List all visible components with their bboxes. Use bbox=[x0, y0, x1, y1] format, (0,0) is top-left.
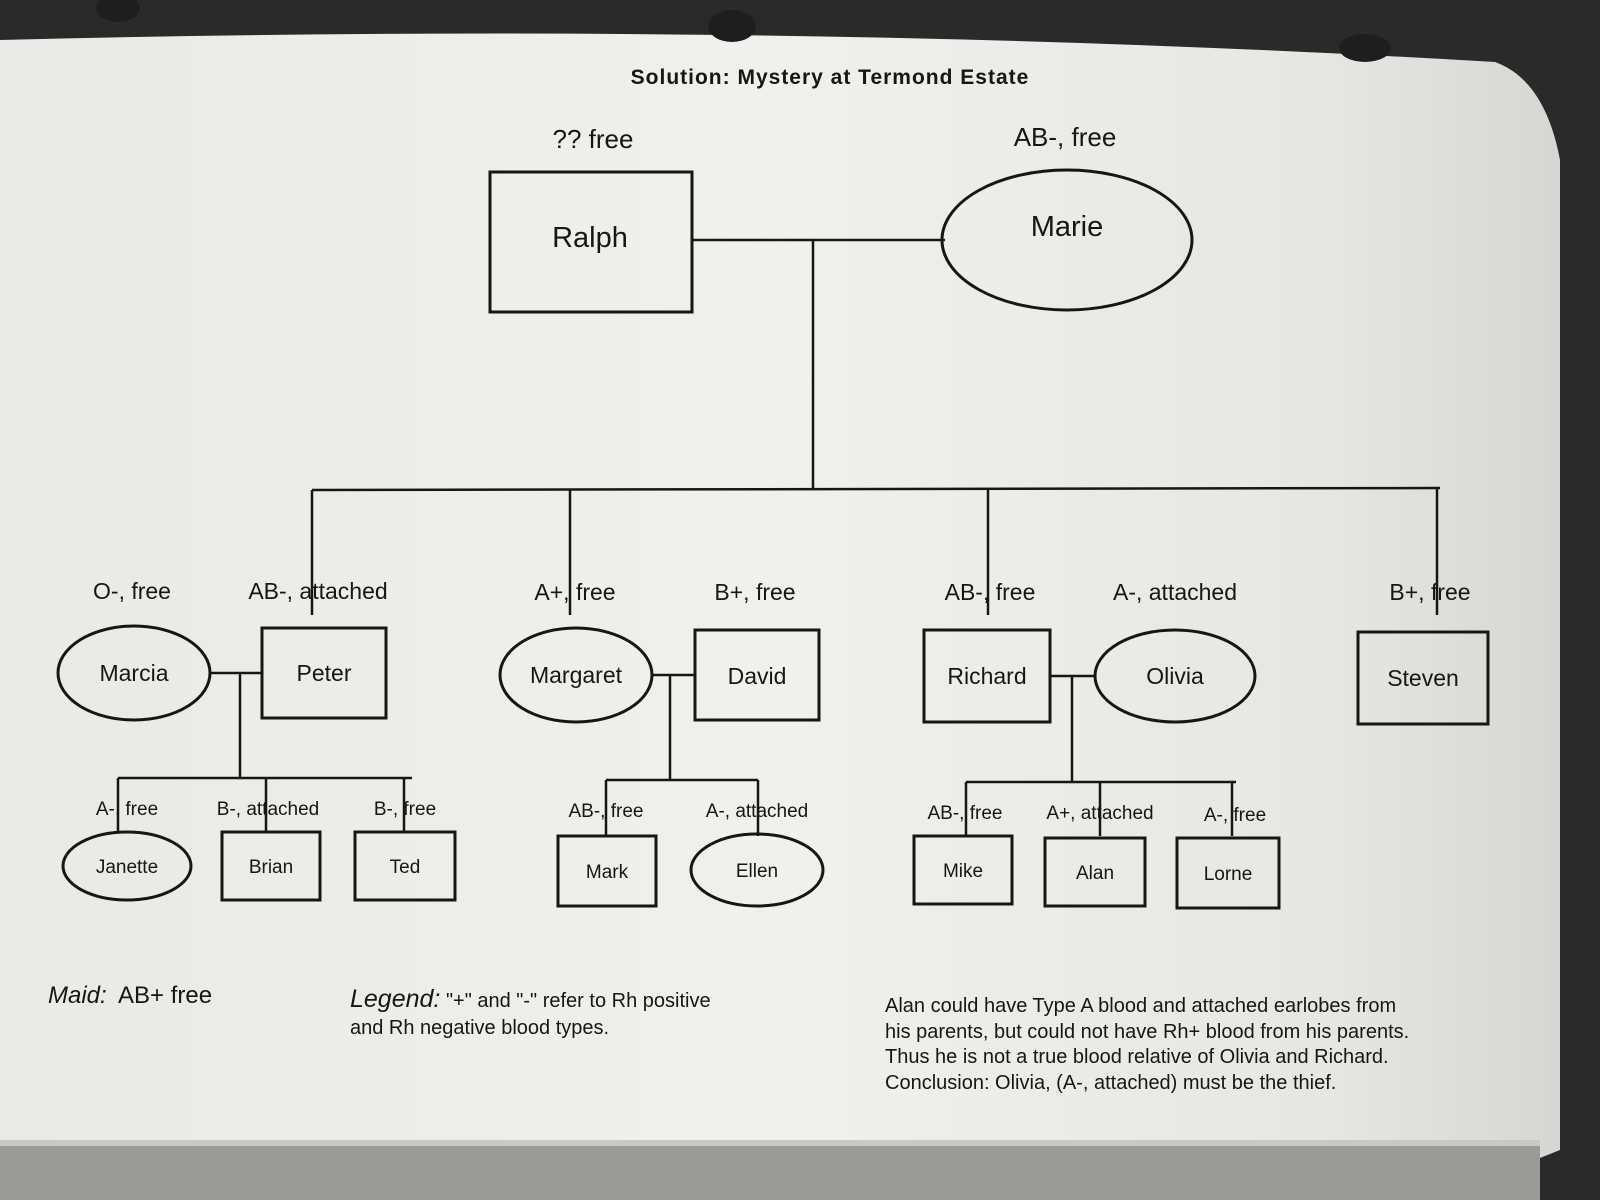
male-node bbox=[912, 834, 1014, 906]
page-edges bbox=[0, 1140, 1540, 1200]
person-info: B-, attached bbox=[217, 799, 319, 820]
male-node bbox=[488, 170, 694, 314]
conclusion-line: Conclusion: Olivia, (A-, attached) must … bbox=[885, 1072, 1336, 1094]
person-info: B+, free bbox=[1389, 579, 1470, 605]
conclusion-text: Alan could have Type A blood and attache… bbox=[885, 995, 1409, 1094]
person-info: A+, free bbox=[534, 579, 615, 605]
person-marie: Marie AB-, free bbox=[940, 122, 1194, 312]
person-alan: Alan A+, attached bbox=[1043, 803, 1154, 908]
person-info: A-, free bbox=[96, 799, 158, 820]
person-margaret: Margaret A+, free bbox=[498, 579, 654, 724]
person-info: B-, free bbox=[374, 799, 436, 820]
person-david: David B+, free bbox=[693, 579, 821, 722]
conclusion-line: his parents, but could not have Rh+ bloo… bbox=[885, 1021, 1409, 1043]
person-ellen: Ellen A-, attached bbox=[689, 801, 825, 908]
person-peter: Peter AB-, attached bbox=[248, 578, 388, 720]
person-marcia: Marcia O-, free bbox=[56, 578, 212, 722]
person-info: AB-, free bbox=[945, 579, 1036, 605]
person-name: Richard bbox=[947, 663, 1026, 689]
maid-label: Maid: bbox=[48, 982, 107, 1009]
page-title: Solution: Mystery at Termond Estate bbox=[631, 66, 1030, 89]
person-richard: Richard AB-, free bbox=[922, 579, 1052, 724]
male-node bbox=[353, 830, 457, 902]
binder-hole bbox=[708, 10, 756, 42]
legend-line2: and Rh negative blood types. bbox=[350, 1017, 609, 1039]
female-node bbox=[940, 168, 1194, 312]
legend: Legend: "+" and "-" refer to Rh positive… bbox=[350, 985, 711, 1039]
person-name: Alan bbox=[1076, 863, 1114, 884]
paper-sheet bbox=[0, 33, 1560, 1171]
person-name: David bbox=[728, 663, 787, 689]
person-lorne: Lorne A-, free bbox=[1175, 805, 1281, 910]
page-edge-highlight bbox=[0, 1140, 1540, 1146]
legend-line1: "+" and "-" refer to Rh positive bbox=[446, 990, 711, 1012]
person-steven: Steven B+, free bbox=[1356, 579, 1490, 726]
maid-note: Maid: AB+ free bbox=[48, 982, 212, 1009]
person-info: AB-, free bbox=[1014, 122, 1117, 152]
person-name: Lorne bbox=[1204, 864, 1253, 885]
person-info: ?? free bbox=[553, 124, 634, 154]
person-brian: Brian B-, attached bbox=[217, 799, 322, 902]
male-node bbox=[1175, 836, 1281, 910]
male-node bbox=[556, 834, 658, 908]
binder-hole bbox=[1339, 34, 1391, 62]
person-name: Margaret bbox=[530, 662, 623, 688]
person-name: Peter bbox=[297, 660, 352, 686]
person-info: AB-, free bbox=[569, 801, 644, 822]
person-name: Steven bbox=[1387, 665, 1459, 691]
person-info: A+, attached bbox=[1046, 803, 1153, 824]
male-node bbox=[260, 626, 388, 720]
female-node bbox=[56, 624, 212, 722]
person-info: A-, attached bbox=[1113, 579, 1237, 605]
female-node bbox=[498, 626, 654, 724]
person-name: Mark bbox=[586, 862, 629, 883]
person-janette: Janette A-, free bbox=[61, 799, 193, 902]
maid-value: AB+ free bbox=[118, 982, 212, 1009]
person-name: Marie bbox=[1031, 211, 1104, 243]
person-name: Ellen bbox=[736, 861, 778, 882]
person-ted: Ted B-, free bbox=[353, 799, 457, 902]
male-node bbox=[220, 830, 322, 902]
person-mike: Mike AB-, free bbox=[912, 803, 1014, 906]
person-info: O-, free bbox=[93, 578, 171, 604]
person-name: Marcia bbox=[99, 660, 168, 686]
binder-hole bbox=[96, 0, 140, 22]
conclusion-line: Alan could have Type A blood and attache… bbox=[885, 995, 1396, 1017]
svg-text:Legend: "+" and "-" ref: Legend: "+" and "-" refer to Rh positive bbox=[350, 985, 711, 1013]
person-name: Janette bbox=[96, 857, 158, 878]
female-node bbox=[689, 832, 825, 908]
person-name: Olivia bbox=[1146, 663, 1204, 689]
male-node bbox=[1043, 836, 1147, 908]
person-name: Ted bbox=[390, 857, 421, 878]
conclusion-line: Thus he is not a true blood relative of … bbox=[885, 1046, 1389, 1068]
person-info: A-, attached bbox=[706, 801, 808, 822]
svg-text:Maid: AB+ free: Maid: AB+ free bbox=[48, 982, 212, 1009]
legend-label: Legend: bbox=[350, 985, 440, 1013]
person-info: B+, free bbox=[714, 579, 795, 605]
person-name: Brian bbox=[249, 857, 293, 878]
male-node bbox=[693, 628, 821, 722]
person-name: Mike bbox=[943, 861, 983, 882]
person-mark: Mark AB-, free bbox=[556, 801, 658, 908]
person-info: AB-, attached bbox=[248, 578, 387, 604]
person-ralph: Ralph ?? free bbox=[488, 124, 694, 314]
female-node bbox=[1093, 628, 1257, 724]
person-info: AB-, free bbox=[928, 803, 1003, 824]
person-olivia: Olivia A-, attached bbox=[1093, 579, 1257, 724]
male-node bbox=[922, 628, 1052, 724]
person-name: Ralph bbox=[552, 222, 628, 254]
family-tree-connectors bbox=[116, 238, 1441, 836]
person-info: A-, free bbox=[1204, 805, 1266, 826]
female-node bbox=[61, 830, 193, 902]
male-node bbox=[1356, 630, 1490, 726]
